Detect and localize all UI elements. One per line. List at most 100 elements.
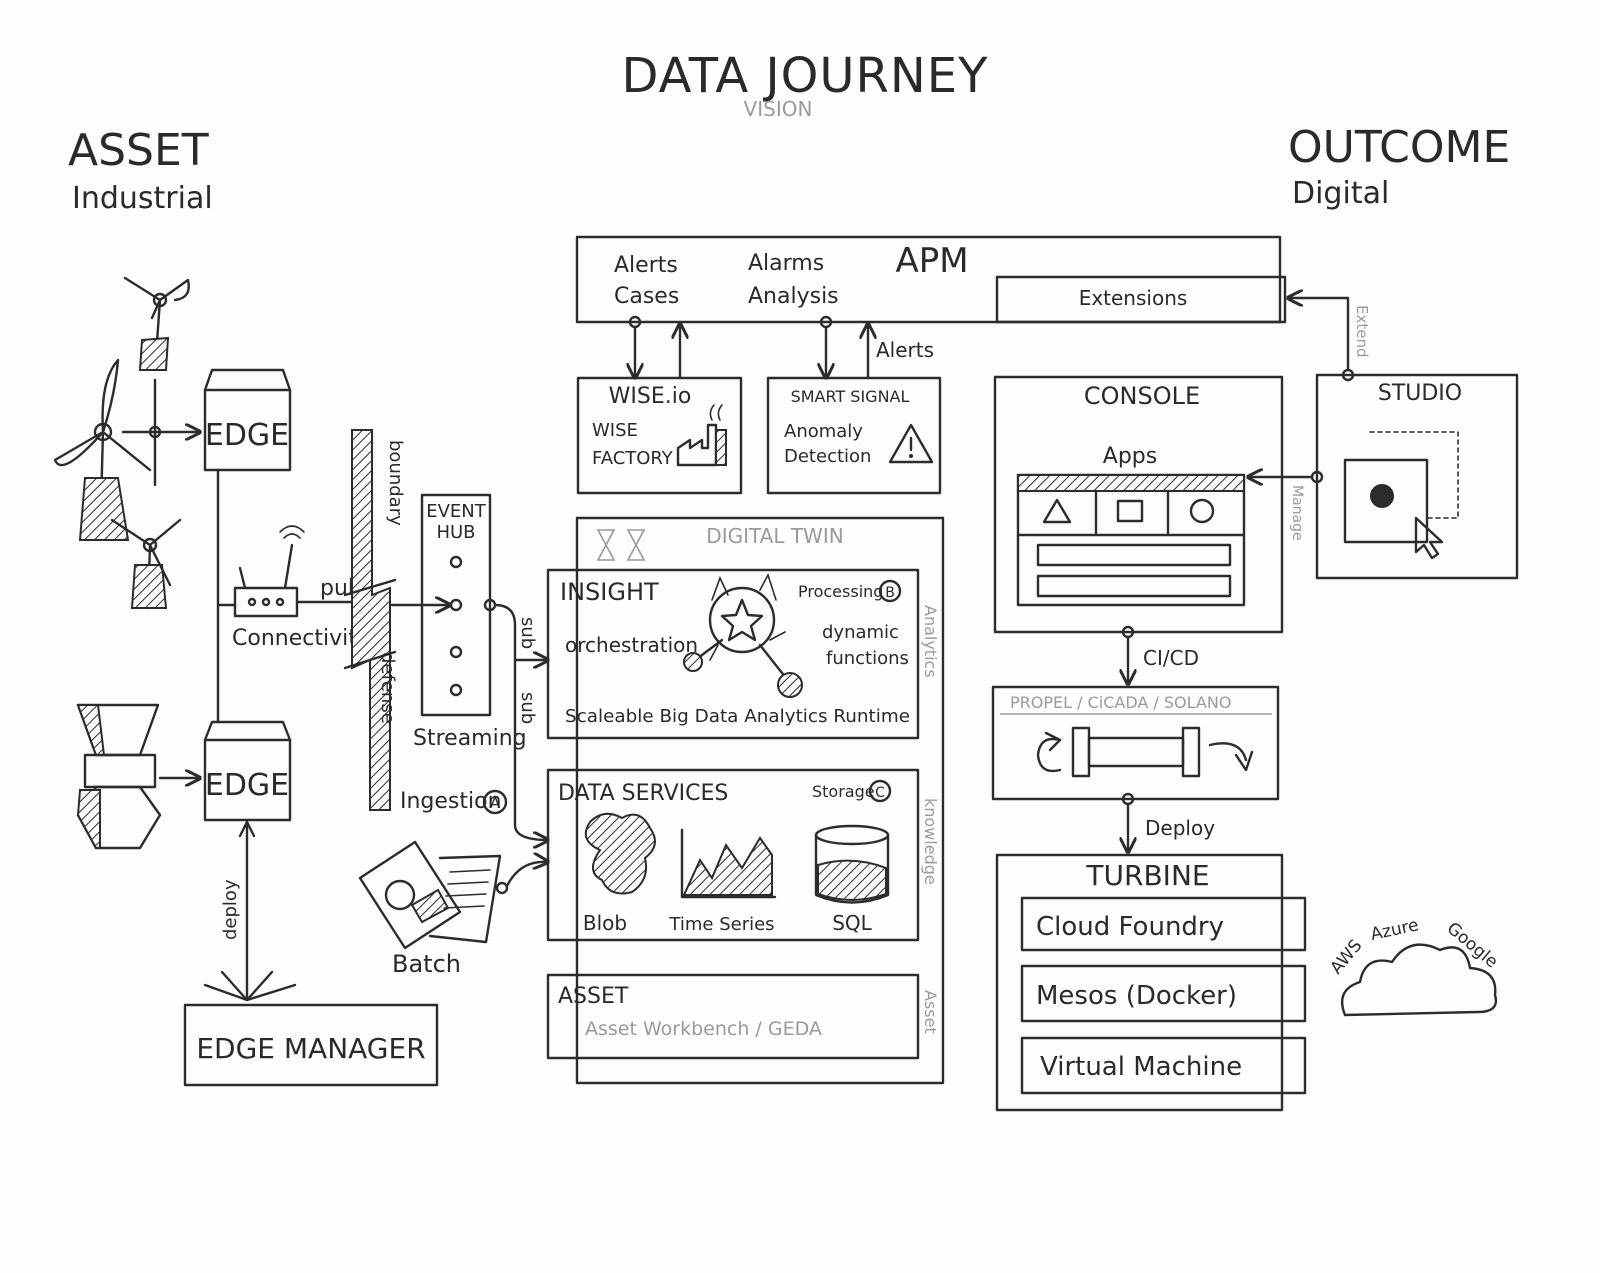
cloud-icon: AWS Azure Google [1327, 915, 1502, 1017]
cicd-label: CI/CD [1143, 646, 1199, 670]
edge-manager-label: EDGE MANAGER [196, 1032, 425, 1065]
edge-bottom-box[interactable]: EDGE [203, 720, 292, 822]
digital-twin-label: DIGITAL TWIN [706, 524, 843, 548]
boundary-label: boundary [385, 440, 406, 526]
asset-box-subtitle: Asset Workbench / GEDA [585, 1018, 822, 1040]
insight-processing: Processing [798, 582, 883, 601]
wise-line2: FACTORY [592, 448, 674, 469]
event-hub[interactable]: EVENT HUB [420, 493, 492, 717]
industrial-subheading: Industrial [72, 181, 213, 216]
wise-box[interactable]: WISE.io WISE FACTORY [576, 376, 743, 495]
studio-title: STUDIO [1378, 381, 1462, 406]
apm-cases: Cases [614, 284, 679, 309]
extend-label: Extend [1353, 305, 1371, 358]
turbine-item-0: Cloud Foundry [1036, 912, 1224, 942]
apm-analysis: Analysis [748, 284, 839, 309]
boundary-wall: boundary defense [343, 429, 406, 811]
edge-bottom-label: EDGE [205, 768, 289, 803]
insight-dynamic1: dynamic [822, 622, 899, 643]
studio-box[interactable]: STUDIO [1315, 373, 1519, 580]
hourglass-icon [596, 529, 646, 561]
streaming-label: Streaming [413, 726, 527, 751]
event-hub-line1: EVENT [426, 501, 487, 522]
sql-label: SQL [832, 911, 872, 935]
ingestion-marker: A [490, 794, 501, 812]
connectivity-router[interactable]: Connectivity [232, 525, 370, 651]
side-asset-label: Asset [921, 990, 940, 1034]
data-services-storage: Storage [812, 782, 875, 801]
time-series-label: Time Series [668, 914, 774, 935]
console-title: CONSOLE [1084, 382, 1200, 410]
triangle-icon [1042, 498, 1072, 524]
document-icon [358, 840, 502, 950]
connectivity-label: Connectivity [232, 626, 370, 651]
chemex-icon [76, 703, 200, 850]
turbine-box[interactable]: TURBINE Cloud Foundry Mesos (Docker) Vir… [995, 853, 1307, 1112]
deploy-left-label: deploy [220, 879, 241, 940]
cloud-label-aws: AWS [1327, 936, 1367, 978]
asset-box[interactable]: ASSET Asset Workbench / GEDA [546, 973, 920, 1060]
cursor-icon [1414, 516, 1444, 560]
smart-signal-line2: Detection [784, 446, 871, 467]
digital-twin-frame: DIGITAL TWIN Analytics knowledge Asset [575, 516, 945, 1085]
edge-top-box[interactable]: EDGE [203, 368, 292, 472]
sub-bottom-label: sub [517, 692, 538, 724]
insight-runtime: Scaleable Big Data Analytics Runtime [565, 706, 910, 727]
star-node-icon [683, 572, 803, 698]
apm-box[interactable]: APM Alerts Cases Alarms Analysis Extensi… [575, 235, 1287, 324]
batch-label: Batch [392, 950, 461, 978]
asset-box-title: ASSET [558, 984, 629, 1009]
defense-label: defense [377, 652, 398, 724]
warning-icon [888, 423, 934, 464]
apm-title: APM [895, 241, 968, 281]
side-knowledge-label: knowledge [921, 798, 940, 885]
edge-manager-box[interactable]: EDGE MANAGER [183, 1003, 439, 1087]
circle-icon [1189, 498, 1215, 524]
outcome-heading: OUTCOME [1288, 122, 1510, 173]
alerts-arrow-label: Alerts [876, 338, 934, 362]
asset-heading: ASSET [68, 125, 209, 176]
apm-alerts: Alerts [614, 253, 678, 278]
smart-signal-title: SMART SIGNAL [791, 387, 910, 406]
manage-label: Manage [1289, 485, 1305, 541]
wise-title: WISE.io [609, 384, 692, 409]
wind-turbine-icon [123, 276, 190, 372]
console-apps: Apps [1103, 444, 1157, 469]
data-services-title: DATA SERVICES [558, 781, 728, 806]
blob-label: Blob [583, 911, 627, 935]
wise-line1: WISE [592, 420, 638, 441]
edge-top-label: EDGE [205, 418, 289, 453]
wind-turbine-icon [110, 518, 182, 610]
factory-icon [676, 404, 727, 467]
sub-top-label: sub [517, 617, 538, 649]
turbine-item-1: Mesos (Docker) [1036, 981, 1237, 1011]
console-box[interactable]: CONSOLE Apps [993, 375, 1284, 634]
insight-orchestration: orchestration [565, 633, 698, 657]
propel-box[interactable]: PROPEL / CiCADA / SOLANO [991, 685, 1280, 801]
digital-subheading: Digital [1292, 176, 1389, 211]
smart-signal-line1: Anomaly [784, 421, 863, 442]
page-subtitle: VISION [744, 97, 813, 121]
apm-alarms: Alarms [748, 251, 824, 276]
sync-icon [1208, 742, 1254, 772]
database-icon [814, 824, 890, 904]
side-analytics-label: Analytics [921, 605, 940, 678]
insight-title: INSIGHT [560, 578, 659, 606]
smart-signal-box[interactable]: SMART SIGNAL Anomaly Detection [766, 376, 942, 495]
insight-processing-marker: B [885, 585, 895, 601]
cloud-label-azure: Azure [1369, 915, 1421, 945]
page-title: DATA JOURNEY [622, 48, 989, 104]
insight-box[interactable]: INSIGHT Processing B orchestration dynam… [546, 568, 920, 740]
time-series-icon [680, 828, 777, 899]
deploy-right-label: Deploy [1145, 816, 1215, 840]
apm-extensions: Extensions [1079, 286, 1188, 310]
wind-turbine-icon [53, 358, 200, 542]
data-services-storage-marker: C [875, 785, 885, 801]
cloud-label-google: Google [1443, 919, 1502, 973]
turbine-title: TURBINE [1085, 859, 1209, 892]
blob-icon [584, 812, 656, 895]
data-services-box[interactable]: DATA SERVICES Storage C Blob Time Series… [546, 768, 920, 942]
square-icon [1116, 499, 1144, 523]
